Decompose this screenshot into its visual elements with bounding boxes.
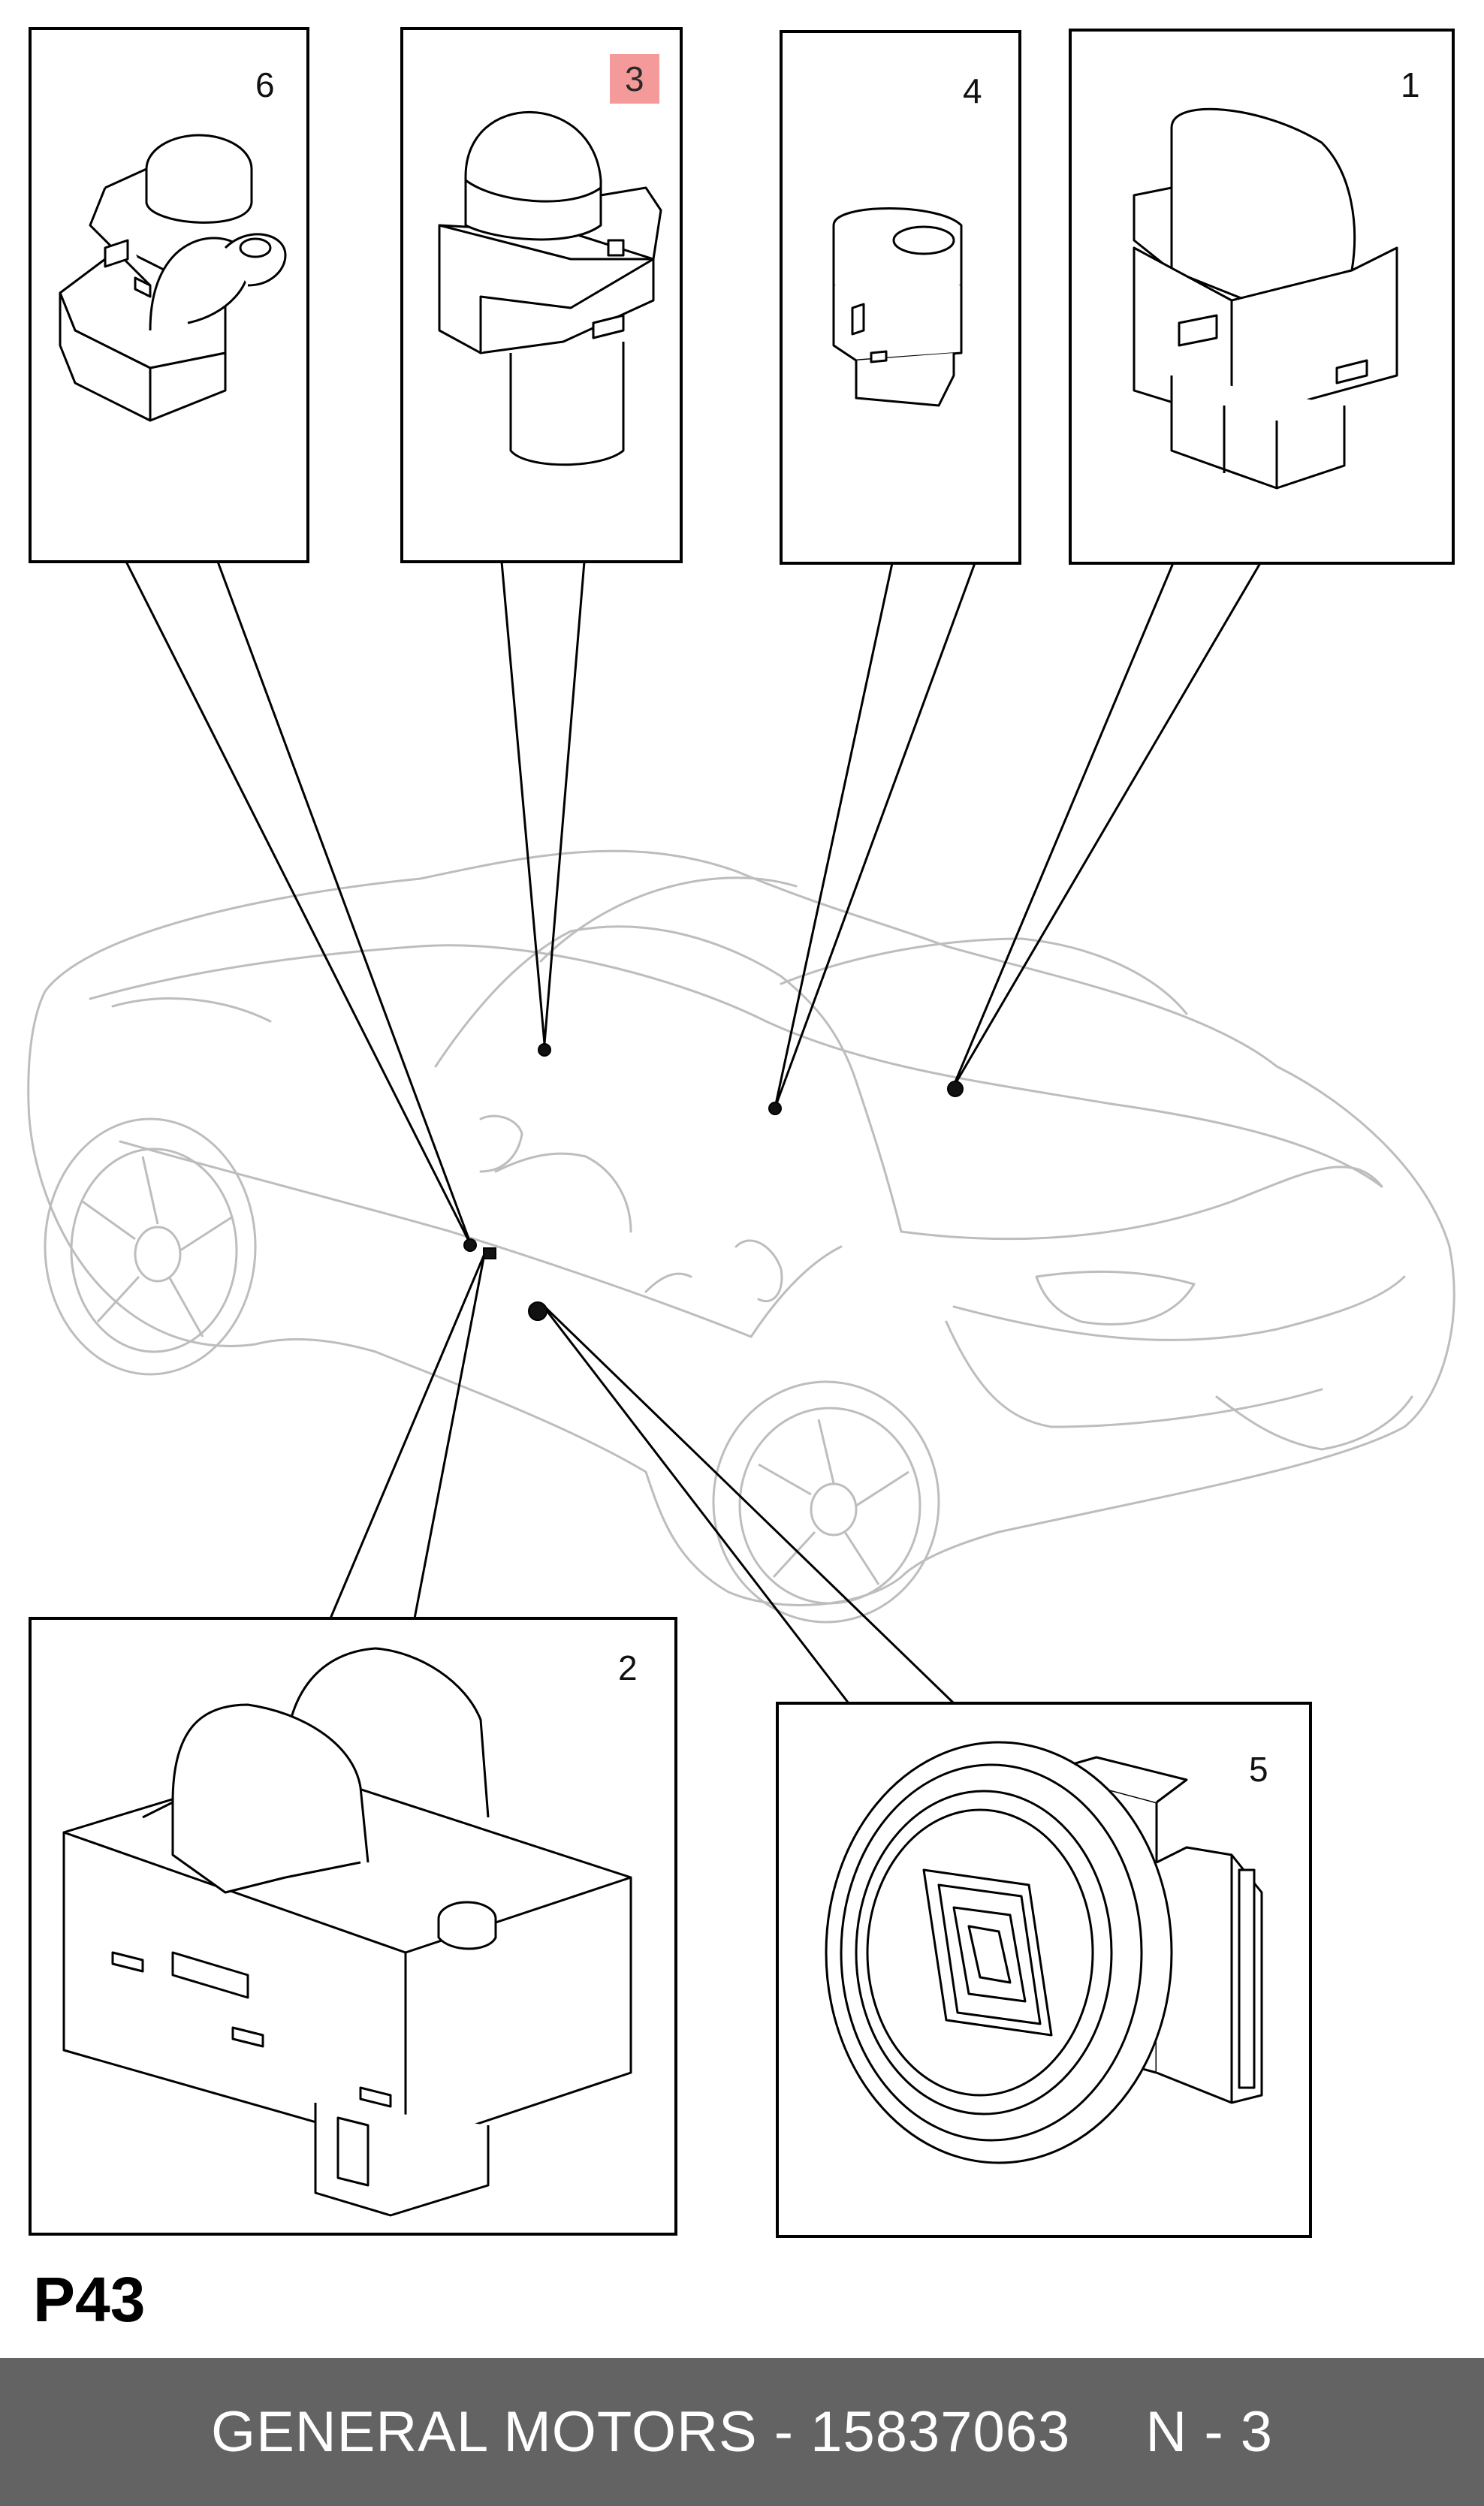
page-code: P43 [33,2264,146,2335]
part-2-dual-window-switch [62,1647,632,2217]
frame-1 [1069,29,1455,565]
location-markers [463,1043,964,1321]
callout-frames [29,27,1455,2238]
frame-6 [29,27,309,563]
footer-manufacturer-part: GENERAL MOTORS - 15837063 [210,2400,1071,2464]
callout-number-3-highlighted: 3 [610,54,659,104]
footer-reference: N - 3 [1145,2400,1274,2464]
part-1-window-switch [1133,107,1398,490]
part-5-round-socket [825,1741,1263,2164]
frame-4 [780,30,1021,565]
frame-3 [400,27,683,563]
front-wheel [44,1117,257,1376]
frame-2 [29,1617,677,2236]
footer-bar: GENERAL MOTORS - 15837063 N - 3 [0,2358,1484,2506]
part-6-mirror-switch [59,134,287,422]
parts-diagram [27,27,1455,2238]
callout-number-4: 4 [963,71,982,110]
callout-number-2: 2 [618,1648,638,1687]
part-3-dome-switch [438,110,662,466]
leader-lines [125,561,1262,1705]
callout-number-6: 6 [255,65,275,104]
callout-number-5: 5 [1249,1750,1268,1789]
callout-number-1: 1 [1401,65,1420,104]
rear-wheel [712,1380,940,1624]
part-4-push-button [832,207,963,407]
frame-5 [776,1702,1312,2238]
